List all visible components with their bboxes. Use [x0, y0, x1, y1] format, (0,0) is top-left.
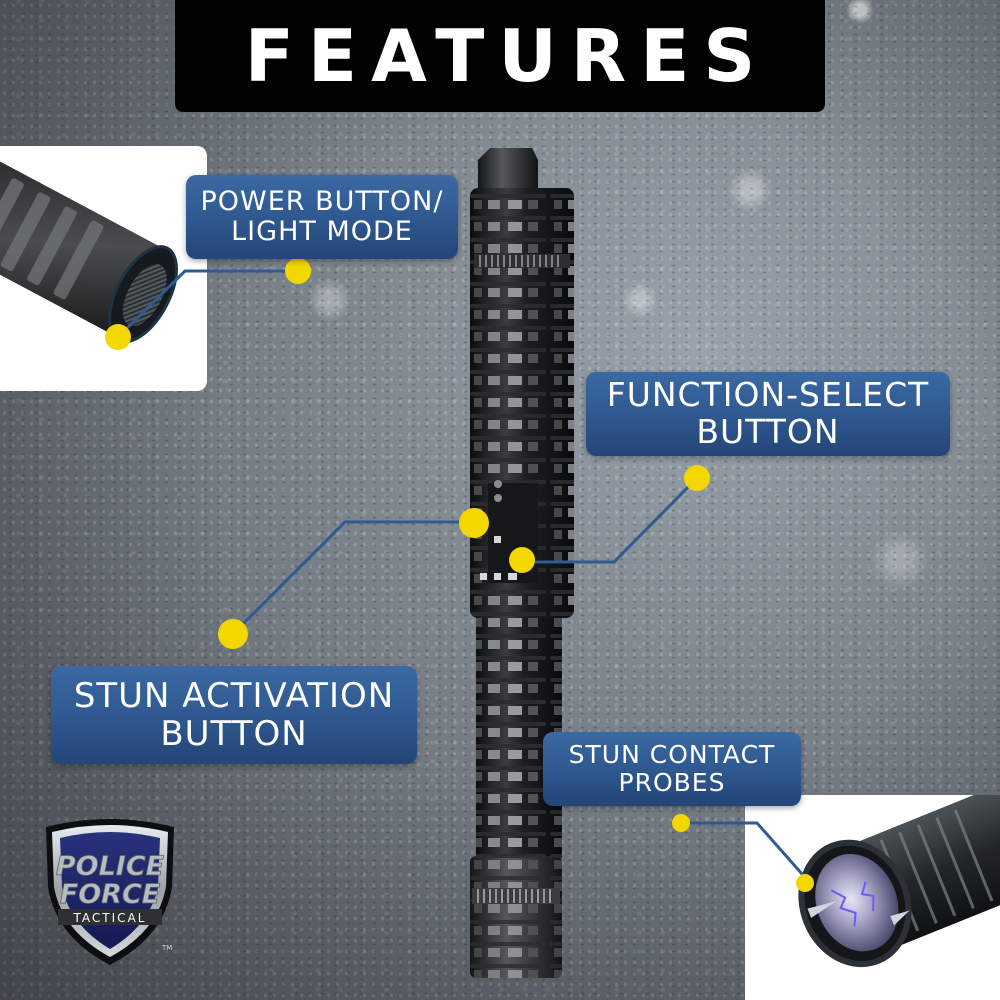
- probes-callout-dot: [672, 814, 690, 832]
- svg-text:FORCE: FORCE: [60, 879, 161, 910]
- page-title: FEATURES: [244, 14, 770, 98]
- label-line: POWER BUTTON/: [200, 185, 444, 217]
- stun-baton-image: [468, 148, 578, 978]
- power-callout-dot: [285, 258, 311, 284]
- stun-probes-label: STUN CONTACT PROBES: [543, 732, 801, 806]
- shield-logo-icon: POLICE FORCE TACTICAL TM: [46, 819, 174, 965]
- stun-target-dot: [459, 508, 489, 538]
- label-line: STUN ACTIVATION: [73, 675, 395, 716]
- svg-text:POLICE: POLICE: [56, 851, 165, 882]
- label-line: BUTTON: [696, 412, 840, 451]
- function-select-label: FUNCTION-SELECT BUTTON: [586, 372, 950, 456]
- police-force-tactical-logo: POLICE FORCE TACTICAL TM: [40, 817, 180, 967]
- label-line: FUNCTION-SELECT: [606, 375, 930, 415]
- probes-target-dot: [796, 874, 814, 892]
- power-button-label: POWER BUTTON/ LIGHT MODE: [186, 175, 458, 259]
- baton-head-probes-icon: [798, 795, 1000, 968]
- power-target-dot: [105, 324, 131, 350]
- stun-callout-dot: [218, 619, 248, 649]
- function-callout-dot: [684, 465, 710, 491]
- label-line: BUTTON: [160, 714, 308, 754]
- svg-text:TM: TM: [161, 944, 172, 952]
- title-banner: FEATURES: [175, 0, 825, 112]
- power-button-closeup-image: [0, 146, 207, 391]
- svg-text:TACTICAL: TACTICAL: [73, 911, 147, 925]
- stun-baton-icon: [470, 148, 574, 978]
- baton-tail-cap-icon: [0, 150, 178, 344]
- stun-activation-label: STUN ACTIVATION BUTTON: [51, 666, 417, 764]
- stun-probes-closeup-image: [745, 795, 1000, 1000]
- label-line: STUN CONTACT: [568, 740, 776, 769]
- function-target-dot: [509, 547, 535, 573]
- label-line: PROBES: [618, 768, 726, 797]
- label-line: LIGHT MODE: [231, 216, 413, 247]
